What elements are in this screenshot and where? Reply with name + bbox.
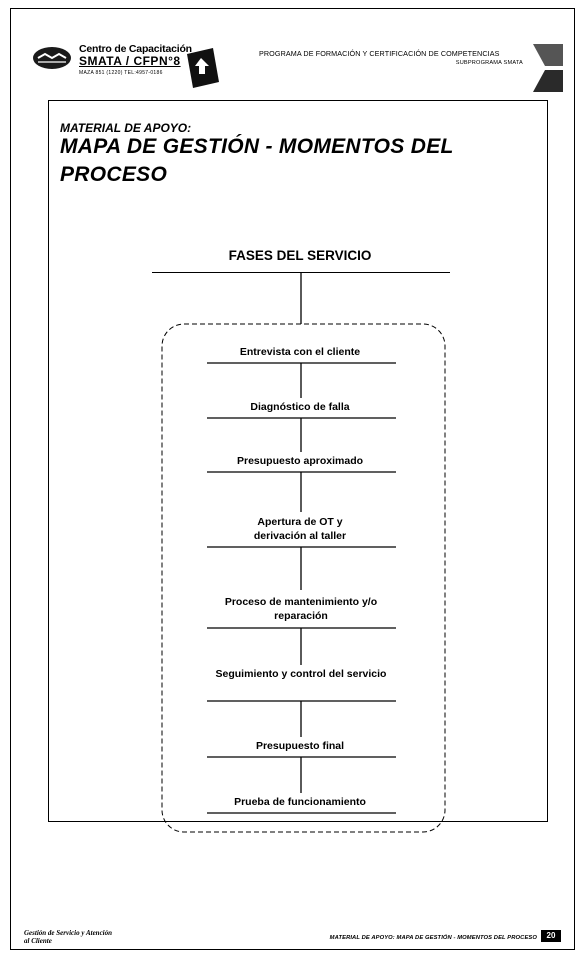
footer-course-title: Gestión de Servicio y Atención al Client… [24,929,112,945]
footer-course-line2: al Cliente [24,937,52,945]
phase-label: Entrevista con el cliente [239,346,361,358]
footer-course-line1: Gestión de Servicio y Atención [24,929,113,937]
corner-chevron-logo [533,44,563,92]
footer-doc-title: MATERIAL DE APOYO: MAPA DE GESTIÓN - MOM… [329,935,537,941]
material-label: MATERIAL DE APOYO: [60,121,192,135]
dashed-frame [161,323,446,833]
document-title: MAPA DE GESTIÓN - MOMENTOS DEL PROCESO [60,135,454,186]
phase-label: Proceso de mantenimiento y/o reparación [224,596,378,622]
org-name: Centro de Capacitación [79,43,192,55]
org-address: MAZA 851 (1220) TEL:4957-0186 [79,70,163,76]
page-number: 20 [541,930,561,942]
program-title: PROGRAMA DE FORMACIÓN Y CERTIFICACIÓN DE… [259,49,500,58]
cfp-badge-logo [187,48,219,88]
phase-label: Prueba de funcionamiento [234,796,366,808]
smata-logo-icon [33,47,71,69]
phase-label: Seguimiento y control del servicio [215,668,387,680]
page-frame [10,8,575,950]
org-short-name: SMATA / CFPN°8 [79,54,181,68]
phase-label: Presupuesto final [255,740,345,752]
content-frame [48,100,548,822]
diagram-heading: FASES DEL SERVICIO [228,248,372,263]
phase-label: Presupuesto aproximado [236,455,364,467]
subprogram-title: SUBPROGRAMA SMATA [455,60,523,66]
phase-label: Diagnóstico de falla [250,401,350,413]
phase-label: Apertura de OT y derivación al taller [253,516,347,542]
